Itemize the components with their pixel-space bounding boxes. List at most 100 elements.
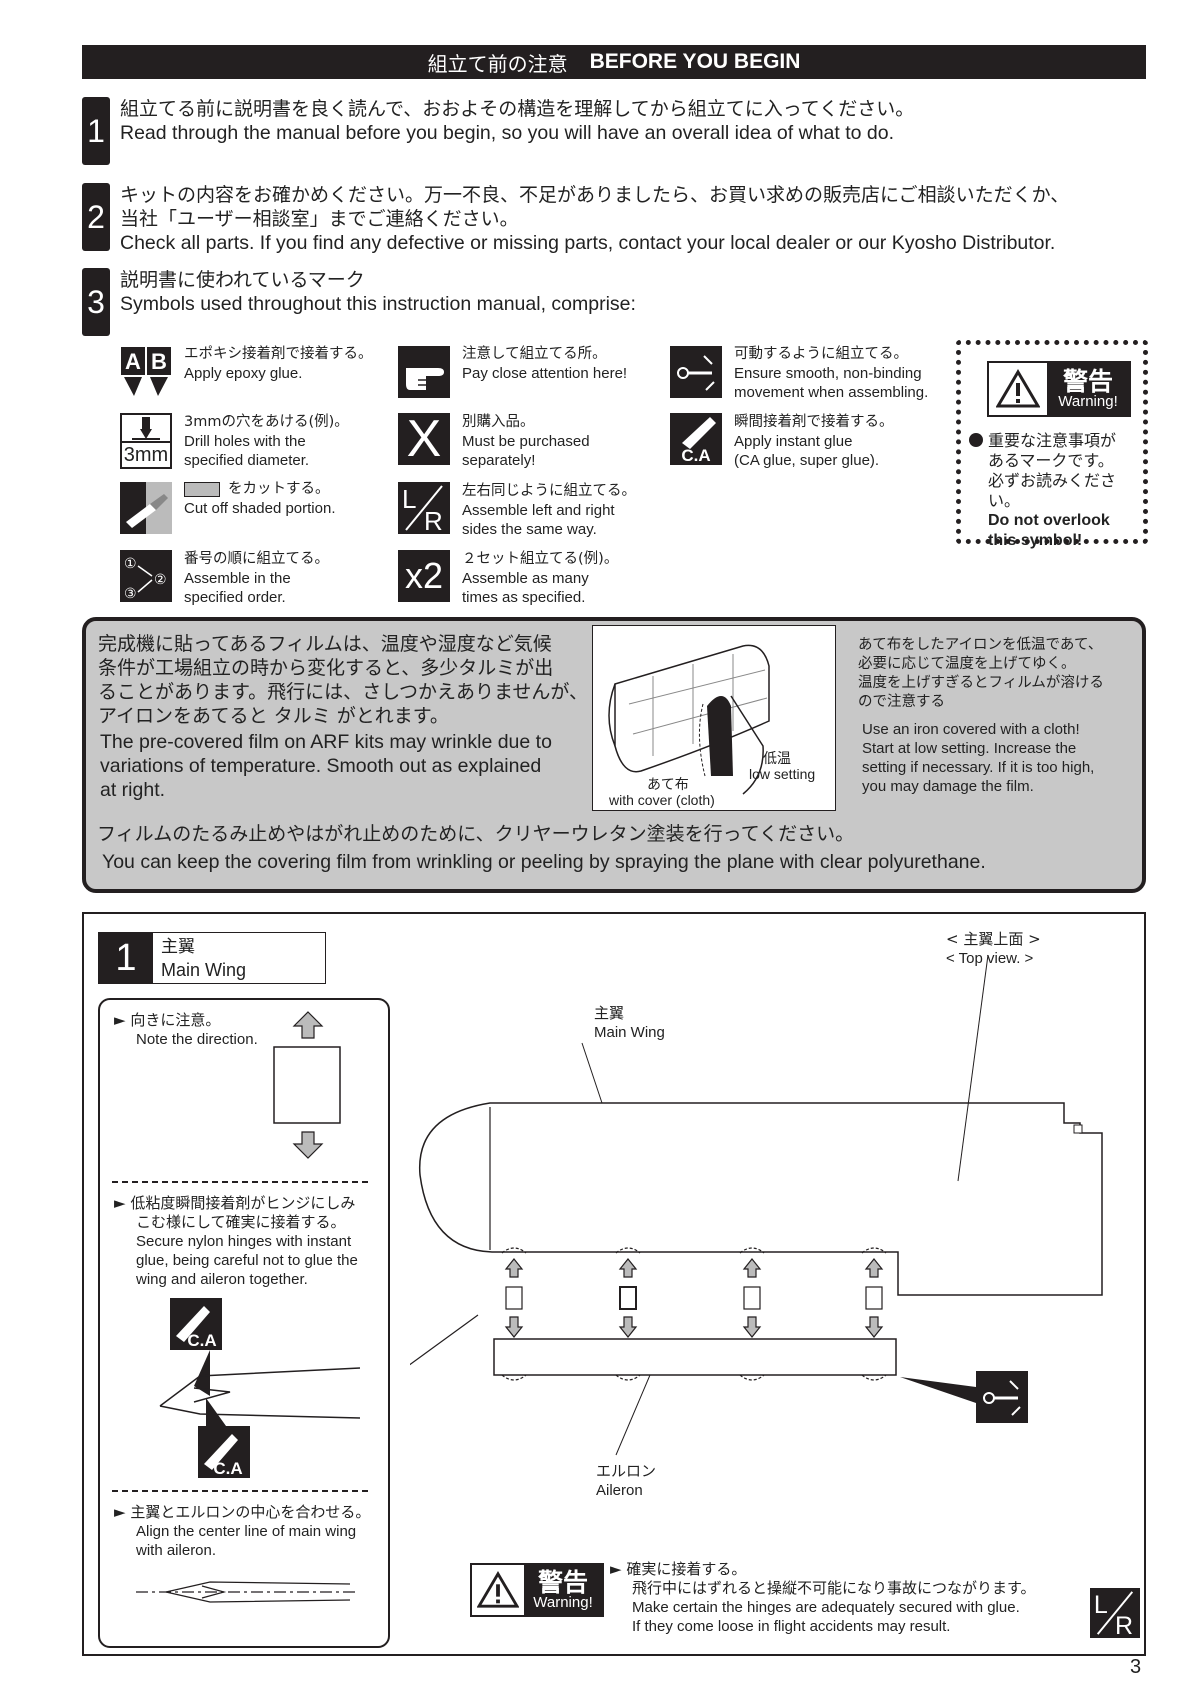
cut-symbol-jp: をカットする。 bbox=[228, 481, 330, 497]
step-2-jp-line2: 当社「ユーザー相談室」までご連絡ください。 bbox=[120, 208, 519, 230]
iron-instructions-jp: あて布をしたアイロンを低温であて、 必要に応じて温度を上げてゆく。 温度を上げす… bbox=[858, 637, 1104, 710]
up-arrow-icon bbox=[292, 1011, 324, 1039]
instruction-panel bbox=[98, 998, 390, 1648]
ca-symbol-text: 瞬間接着剤で接着する。 Apply instant glue (CA glue,… bbox=[734, 414, 894, 469]
main-wing-label: 主翼 Main Wing bbox=[594, 1004, 665, 1041]
ca-icon-label: C.A bbox=[681, 446, 710, 465]
hinge-glue-diagram: C.A C.A bbox=[159, 1298, 361, 1478]
section-title-bar: 組立て前の注意 BEFORE YOU BEGIN bbox=[82, 45, 1146, 79]
shaded-portion-swatch bbox=[184, 482, 220, 497]
hinge-slot bbox=[739, 1247, 765, 1381]
film-bottom-en: You can keep the covering film from wrin… bbox=[102, 851, 986, 873]
page-number: 3 bbox=[1130, 1656, 1142, 1678]
secure-hinges-text: ► 確実に接着する。 飛行中にはずれると操縦不可能になり事故につながります。 M… bbox=[610, 1560, 1036, 1635]
pointing-hand-icon bbox=[398, 346, 450, 398]
lr-l-letter: L bbox=[1094, 1591, 1108, 1619]
film-bottom-jp: フィルムのたるみ止めやはがれ止めのために、クリヤーウレタン塗装を行ってください。 bbox=[97, 823, 855, 845]
dashed-divider bbox=[112, 1181, 368, 1183]
section-header-main-wing: 1 主翼 Main Wing bbox=[98, 932, 326, 984]
arrow-bullet-icon: ► bbox=[114, 1503, 126, 1521]
fig-low-jp: 低温 bbox=[763, 751, 791, 767]
section-title-en: Main Wing bbox=[161, 960, 247, 980]
title-jp: 組立て前の注意 bbox=[427, 51, 568, 76]
epoxy-ab-icon: A B bbox=[120, 346, 172, 398]
purchase-separately-x-icon: X bbox=[398, 410, 450, 468]
film-notice-en: The pre-covered film on ARF kits may wri… bbox=[100, 731, 552, 801]
epoxy-a-letter: A bbox=[125, 349, 141, 374]
section-number: 1 bbox=[99, 933, 153, 983]
drill-size-label: 3mm bbox=[122, 441, 170, 467]
warning-triangle-icon bbox=[989, 363, 1047, 415]
x2-symbol-text: ２セット組立てる(例)。 Assemble as many times as s… bbox=[462, 551, 619, 606]
section-title-jp: 主翼 bbox=[161, 937, 195, 957]
note-direction-text: ► 向きに注意。 Note the direction. bbox=[114, 1011, 258, 1048]
lr-l-letter: L bbox=[402, 484, 416, 514]
smooth-symbol-text: 可動するように組立てる。 Ensure smooth, non-binding … bbox=[734, 346, 929, 401]
cut-symbol-en: Cut off shaded portion. bbox=[184, 500, 336, 517]
epoxy-symbol-text: エポキシ接着剤で接着する。 Apply epoxy glue. bbox=[184, 346, 373, 382]
step-3-jp: 説明書に使われているマーク bbox=[120, 269, 365, 291]
drill-icon: 3mm bbox=[120, 413, 172, 469]
bullet-icon bbox=[969, 433, 983, 447]
attention-symbol-text: 注意して組立てる所。 Pay close attention here! bbox=[462, 346, 628, 382]
iron-figure: 低温 low setting あて布 with cover (cloth) bbox=[592, 625, 836, 811]
order-icon-3: ③ bbox=[124, 585, 137, 601]
lr-r-letter: R bbox=[1115, 1612, 1133, 1638]
lr-r-letter: R bbox=[424, 506, 443, 534]
cut-knife-icon bbox=[120, 482, 172, 534]
title-en: BEFORE YOU BEGIN bbox=[589, 50, 801, 73]
step-number-2: 2 bbox=[82, 183, 110, 251]
wing-outline bbox=[418, 1102, 1103, 1296]
align-instruction-text: ► 主翼とエルロンの中心を合わせる。 Align the center line… bbox=[114, 1503, 371, 1559]
hinge-slot bbox=[615, 1247, 641, 1381]
step-number-1: 1 bbox=[82, 97, 110, 165]
x2-sets-icon: x2 bbox=[398, 550, 450, 602]
iron-on-wing-illustration bbox=[608, 644, 770, 795]
fig-cloth-jp: あて布 bbox=[647, 777, 689, 793]
order-icon-1: ① bbox=[124, 555, 137, 571]
arrow-bullet-icon: ► bbox=[114, 1011, 126, 1029]
step-2-jp-line1: キットの内容をお確かめください。万一不良、不足がありましたら、お買い求めの販売店… bbox=[120, 184, 1070, 206]
step-2-en: Check all parts. If you find any defecti… bbox=[120, 232, 1056, 254]
step-1-en: Read through the manual before you begin… bbox=[120, 122, 895, 144]
ca-label-bottom: C.A bbox=[213, 1459, 242, 1478]
main-wing-top-view-diagram bbox=[410, 954, 1103, 1456]
dashed-divider bbox=[112, 1490, 368, 1492]
lr-symbol-text: 左右同じように組立てる。 Assemble left and right sid… bbox=[462, 483, 636, 538]
warning-triangle-icon bbox=[472, 1565, 524, 1615]
center-line-diagram bbox=[136, 1581, 358, 1603]
step-1-jp: 組立てる前に説明書を良く読んで、おおよその構造を理解してから組立てに入ってくださ… bbox=[120, 98, 915, 120]
hinge-rectangle bbox=[273, 1046, 341, 1124]
purchase-symbol-text: 別購入品。 Must be purchased separately! bbox=[462, 414, 590, 469]
arrow-bullet-icon: ► bbox=[610, 1560, 622, 1578]
ca-label-top: C.A bbox=[187, 1331, 216, 1350]
epoxy-b-letter: B bbox=[151, 349, 167, 374]
step-number-3: 3 bbox=[82, 268, 110, 336]
main-wing-section bbox=[82, 912, 1146, 1656]
hinge-slot bbox=[501, 1247, 527, 1381]
direction-diagram bbox=[273, 1011, 341, 1159]
fig-low-en: low setting bbox=[749, 766, 816, 782]
ca-glue-icon: C.A bbox=[670, 413, 722, 465]
fig-cloth-en: with cover (cloth) bbox=[609, 792, 715, 808]
top-view-label: < 主翼上面 > < Top view. > bbox=[946, 930, 1041, 967]
drill-symbol-text: 3mmの穴をあける(例)。 Drill holes with the speci… bbox=[184, 414, 349, 469]
arrow-bullet-icon: ► bbox=[114, 1194, 126, 1212]
film-notice-jp: 完成機に貼ってあるフィルムは、温度や湿度など気候 条件が工場組立の時から変化する… bbox=[98, 633, 589, 727]
order-symbol-text: 番号の順に組立てる。 Assemble in the specified ord… bbox=[184, 551, 329, 606]
step-3-en: Symbols used throughout this instruction… bbox=[120, 293, 636, 315]
warning-box-text: 重要な注意事項が あるマークです。 必ずお読みください。 Do not over… bbox=[969, 431, 1143, 551]
iron-instructions-en: Use an iron covered with a cloth! Start … bbox=[862, 721, 1095, 795]
down-arrow-icon bbox=[292, 1131, 324, 1159]
aileron-outline bbox=[493, 1338, 897, 1376]
left-right-icon: L R bbox=[1090, 1588, 1140, 1638]
left-right-icon: L R bbox=[398, 482, 450, 534]
order-icon-2: ② bbox=[154, 571, 167, 587]
hinge-instruction-text: ► 低粘度瞬間接着剤がヒンジにしみ こむ様にして確実に接着する。 Secure … bbox=[114, 1194, 358, 1288]
hinge-slot bbox=[861, 1247, 887, 1381]
aileron-label: エルロン Aileron bbox=[596, 1462, 657, 1499]
smooth-movement-icon bbox=[670, 346, 722, 398]
